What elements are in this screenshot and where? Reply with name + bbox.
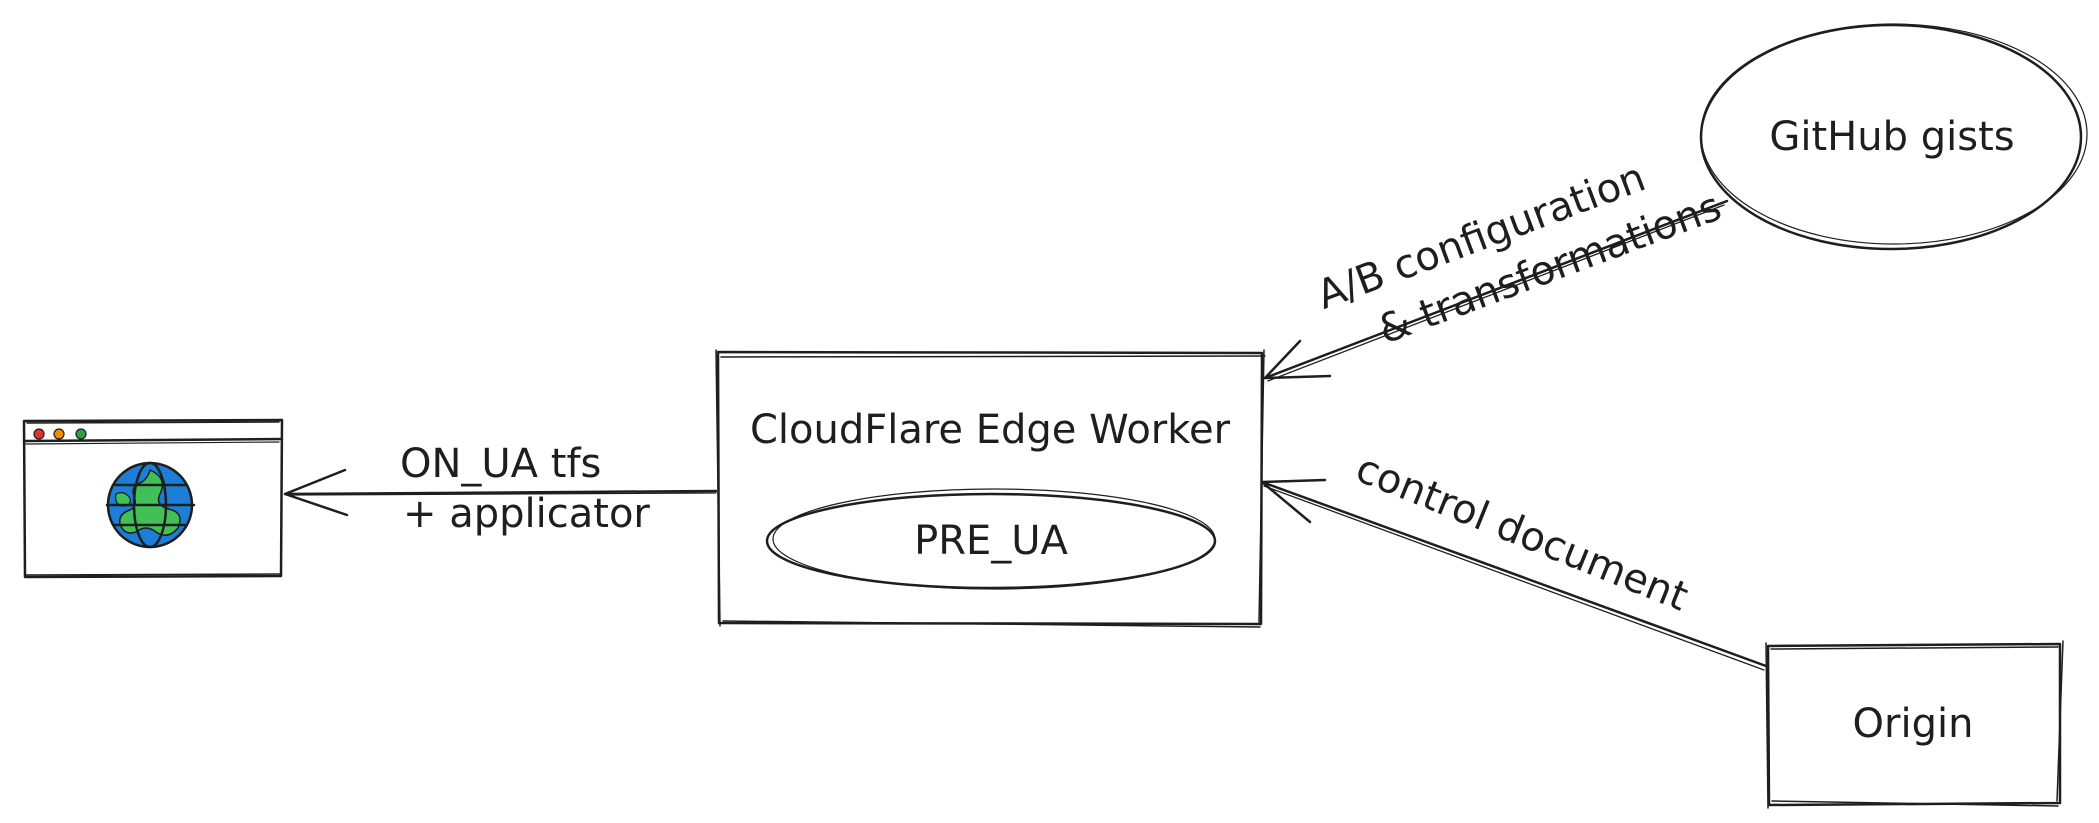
edge-origin-to-worker: control document xyxy=(1260,445,1768,671)
window-dot-green-icon xyxy=(75,428,87,440)
window-dot-red-icon xyxy=(33,428,45,440)
cloudflare-worker-node: CloudFlare Edge Worker PRE_UA xyxy=(715,349,1266,628)
edge-worker-to-browser: ON_UA tfs + applicator xyxy=(283,441,718,537)
browser-node xyxy=(22,418,284,579)
origin-node: Origin xyxy=(1765,640,2064,809)
arrowhead-origin-icon xyxy=(1260,478,1327,524)
worker-title: CloudFlare Edge Worker xyxy=(750,407,1231,453)
edge-worker-browser-line1: ON_UA tfs xyxy=(400,441,601,487)
pre-ua-label: PRE_UA xyxy=(914,518,1068,564)
pre-ua-ellipse: PRE_UA xyxy=(765,488,1217,590)
origin-label: Origin xyxy=(1853,701,1974,747)
window-dot-yellow-icon xyxy=(53,428,65,440)
edge-worker-browser-line2: + applicator xyxy=(403,491,650,537)
github-gists-label: GitHub gists xyxy=(1769,114,2014,160)
arrowhead-left-icon xyxy=(283,468,349,517)
browser-window-frame xyxy=(22,418,284,579)
arrowhead-gists-icon xyxy=(1263,339,1332,380)
github-gists-node: GitHub gists xyxy=(1699,23,2088,251)
edge-gists-to-worker: A/B configuration & transformations xyxy=(1263,154,1729,382)
globe-icon xyxy=(105,461,196,549)
